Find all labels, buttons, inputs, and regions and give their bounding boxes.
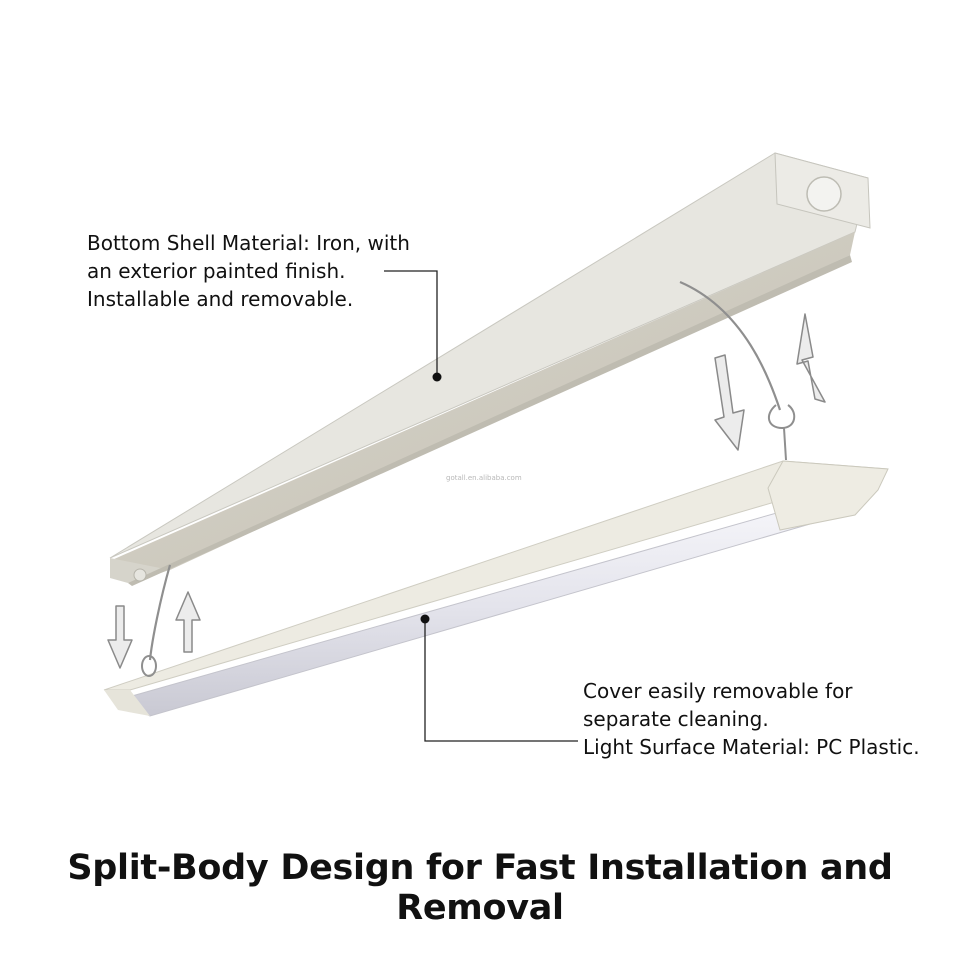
leader-line-cover bbox=[424, 619, 578, 742]
callout-line: Bottom Shell Material: Iron, with bbox=[87, 231, 410, 255]
callout-line: an exterior painted finish. bbox=[87, 259, 346, 283]
bottom-shell bbox=[109, 152, 871, 586]
light-cover bbox=[103, 460, 889, 717]
safety-cable-right bbox=[679, 280, 782, 411]
callout-line: Installable and removable. bbox=[87, 287, 354, 311]
knockout-hole-small-icon bbox=[133, 568, 147, 582]
cable-hook-right bbox=[767, 404, 796, 461]
leader-line-shell bbox=[384, 270, 438, 376]
knockout-hole-icon bbox=[806, 176, 842, 212]
shell-bottom-edge bbox=[128, 255, 852, 586]
arrow-down-icon bbox=[107, 605, 133, 669]
arrow-up-icon bbox=[175, 591, 201, 653]
cover-end-cap bbox=[767, 460, 889, 531]
callout-line: Cover easily removable for bbox=[583, 679, 853, 703]
watermark-text: gotall.en.alibaba.com bbox=[446, 474, 522, 482]
page-title: Split-Body Design for Fast Installation … bbox=[67, 848, 893, 928]
callout-line: separate cleaning. bbox=[583, 707, 769, 731]
arrow-up-icon bbox=[796, 313, 826, 403]
leader-dot-icon bbox=[420, 614, 430, 624]
shell-inner-cavity bbox=[112, 232, 855, 570]
leader-dot-icon bbox=[432, 372, 442, 382]
safety-cable-left bbox=[148, 564, 172, 661]
arrow-down-icon bbox=[714, 354, 745, 451]
callout-cover-material: Cover easily removable for separate clea… bbox=[583, 677, 920, 761]
callout-line: Light Surface Material: PC Plastic. bbox=[583, 735, 920, 759]
callout-shell-material: Bottom Shell Material: Iron, with an ext… bbox=[87, 229, 410, 313]
cover-left-cap bbox=[104, 690, 150, 716]
cable-loop-left bbox=[141, 655, 157, 677]
